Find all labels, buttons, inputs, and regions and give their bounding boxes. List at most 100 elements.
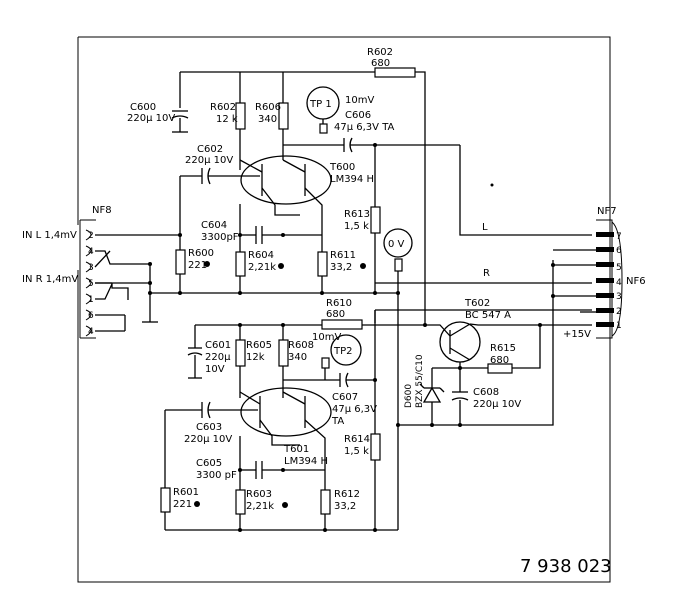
c600-ref: C600 [130, 102, 156, 113]
c606-ref: C606 [345, 110, 371, 121]
nf7-pins: 7 6 5 4 3 2 1 [616, 232, 622, 331]
right-output-wire: R [375, 268, 592, 311]
resistor-r600: R600 221 [175, 248, 214, 293]
r610-value: 680 [326, 309, 345, 320]
r601-ref: R601 [173, 487, 199, 498]
capacitor-c607: C607 47µ 6,3V TA [283, 372, 377, 427]
test-point-tp2: 10mV TP2 [312, 332, 362, 380]
right-input-wire [95, 282, 129, 300]
resistor-r604: R604 2,21k [235, 250, 284, 293]
r612-ref: R612 [334, 489, 360, 500]
c604-value: 3300pF [201, 232, 239, 243]
c608-value: 220µ 10V [473, 399, 521, 410]
nf7-pin-5: 5 [616, 263, 622, 273]
drawing-number: 7 938 023 [520, 556, 612, 577]
capacitor-c602: C602 220µ 10V [179, 144, 260, 250]
resistor-r615: R615 680 [459, 325, 541, 374]
t600-type: LM394 H [330, 174, 374, 185]
r602-value: 12 k [216, 114, 238, 125]
r600-value: 221 [188, 260, 207, 271]
connector-nf7: NF7 NF6 7 6 5 4 3 2 1 [551, 206, 646, 339]
board-outline [77, 36, 611, 583]
signal-r-label: R [483, 268, 490, 279]
capacitor-c600: C600 220µ 10V [127, 102, 189, 133]
r610-ref: R610 [326, 298, 352, 309]
nf8-label: NF8 [92, 205, 112, 216]
c603-value: 220µ 10V [184, 434, 232, 445]
d600-ref: D600 [404, 384, 414, 408]
r614-ref: R614 [344, 434, 370, 445]
t601-ref: T601 [283, 444, 309, 455]
c602-ref: C602 [197, 144, 223, 155]
r606-ref: R606 [255, 102, 281, 113]
r611-ref: R611 [330, 250, 356, 261]
c608-ref: C608 [473, 387, 499, 398]
nf7-pin-7: 7 [616, 232, 622, 242]
capacitor-c608: C608 220µ 10V [451, 366, 521, 425]
nf7-pin-6: 6 [616, 246, 622, 256]
r605-ref: R605 [246, 340, 272, 351]
tp1-level: 10mV [345, 95, 374, 106]
lower-ground-bus [165, 528, 398, 532]
tp2-label: TP2 [333, 346, 353, 357]
r603-ref: R603 [246, 489, 272, 500]
diode-d600: D600 BZX 55/C10 [404, 354, 460, 425]
r612-value: 33,2 [334, 501, 356, 512]
c601-value: 220µ [205, 352, 231, 363]
resistor-r611: R611 33,2 [317, 235, 366, 293]
nf7-pin-4: 4 [616, 278, 622, 288]
c606-value: 47µ 6,3V TA [334, 122, 395, 133]
r608-value: 340 [288, 352, 307, 363]
connector-nf8: NF8 2 4 3 5 1 6 4 IN L 1,4mV IN R 1,4mV [22, 205, 112, 339]
tp1-label: TP 1 [309, 99, 332, 110]
r606-value: 340 [258, 114, 277, 125]
supply-label: +15V [563, 329, 591, 340]
transistor-t601: T601 LM394 H [239, 387, 332, 470]
resistor-r608: R608 340 [278, 323, 314, 398]
stray-mark [490, 183, 494, 187]
transistor-t600: T600 LM394 H [239, 155, 374, 235]
d600-type: BZX 55/C10 [415, 354, 425, 408]
r609-ref: R602 [367, 47, 393, 58]
capacitor-c603: C603 220µ 10V [164, 401, 258, 488]
c607-value: 47µ 6,3V [332, 404, 377, 415]
c607-value2: TA [331, 416, 344, 427]
r614-value: 1,5 k [344, 446, 369, 457]
input-right-label: IN R 1,4mV [22, 274, 78, 285]
upper-ground-bus [150, 291, 400, 295]
nf7-label: NF7 [597, 206, 617, 217]
c602-value: 220µ 10V [185, 155, 233, 166]
nf7-pin-3: 3 [616, 292, 622, 302]
resistor-r603: R603 2,21k [235, 489, 288, 530]
r613-value: 1,5 k [344, 221, 369, 232]
regulator-ground [396, 260, 554, 427]
c601-value2: 10V [205, 364, 225, 375]
c607-ref: C607 [332, 392, 358, 403]
r615-ref: R615 [490, 343, 516, 354]
r601-value: 221 [173, 499, 192, 510]
capacitor-c606: C606 47µ 6,3V TA [283, 110, 460, 153]
t602-ref: T602 [464, 298, 490, 309]
test-point-0v: 0 V [383, 228, 413, 530]
c604-ref: C604 [201, 220, 227, 231]
r603-value: 2,21k [246, 501, 274, 512]
c600-value: 220µ 10V [127, 113, 175, 124]
resistor-r605: R605 12k [235, 323, 272, 398]
r608-ref: R608 [288, 340, 314, 351]
resistor-r609: R602 680 [367, 47, 416, 78]
nf8-wiring [94, 233, 182, 332]
t602-type: BC 547 A [465, 310, 511, 321]
c605-ref: C605 [196, 458, 222, 469]
r611-value: 33,2 [330, 262, 352, 273]
ov-label: 0 V [388, 239, 405, 250]
c605-value: 3300 pF [196, 470, 237, 481]
capacitor-c601: C601 220µ 10V [187, 325, 231, 379]
top-supply-rail [179, 71, 426, 325]
r604-ref: R604 [248, 250, 274, 261]
resistor-r614: R614 1,5 k [344, 310, 381, 530]
input-left-label: IN L 1,4mV [22, 230, 77, 241]
r605-value: 12k [246, 352, 265, 363]
nf7-pin-1: 1 [616, 321, 622, 331]
t600-ref: T600 [329, 162, 355, 173]
